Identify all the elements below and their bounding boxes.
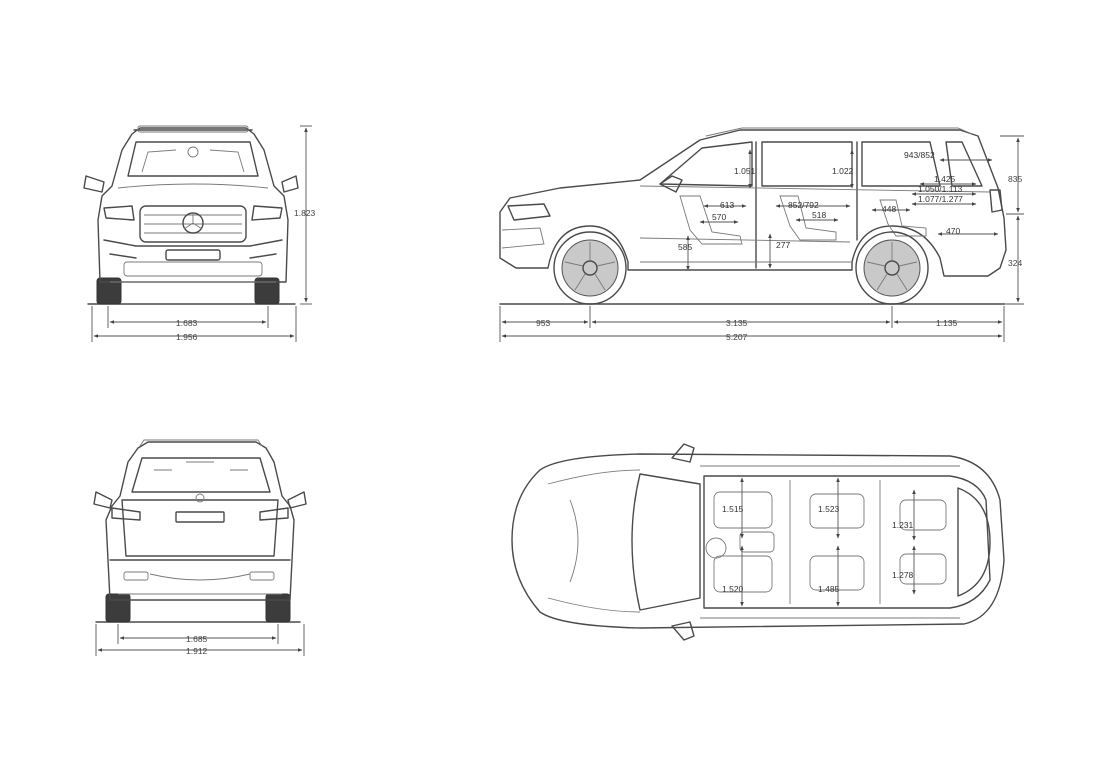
side-legroom-second-label: 852/792 bbox=[788, 200, 819, 210]
side-headroom-second-label: 1.022 bbox=[832, 166, 854, 176]
side-front-overhang-label: 953 bbox=[536, 318, 550, 328]
front-view: 1.823 1.683 1.956 bbox=[83, 125, 316, 342]
side-legroom-front-label: 613 bbox=[720, 200, 734, 210]
side-view: 835 324 953 3.135 1.135 5.207 1.051 1.02… bbox=[499, 127, 1024, 342]
rear-width-label: 1.912 bbox=[186, 646, 208, 656]
side-shoulder-1-label: 1.425 bbox=[934, 174, 956, 184]
side-sill-height-label: 585 bbox=[678, 242, 692, 252]
side-seat-front-label: 570 bbox=[712, 212, 726, 222]
side-floor-height-label: 277 bbox=[776, 240, 790, 250]
side-seat-second-label: 518 bbox=[812, 210, 826, 220]
top-view: 1.515 1.520 1.523 1.485 1.231 1.278 bbox=[511, 443, 1005, 641]
rear-view: 1.685 1.912 bbox=[93, 439, 307, 656]
side-shoulder-2-label: 1.050/1.113 bbox=[918, 184, 963, 194]
top-elbow-front-upper-label: 1.515 bbox=[722, 504, 744, 514]
side-overall-length-label: 5.207 bbox=[726, 332, 748, 342]
top-elbow-second-lower-label: 1.485 bbox=[818, 584, 840, 594]
side-roof-height-label: 835 bbox=[1008, 174, 1022, 184]
top-elbow-third-lower-label: 1.278 bbox=[892, 570, 914, 580]
side-wheelbase-label: 3.135 bbox=[726, 318, 748, 328]
side-headroom-front-label: 1.051 bbox=[734, 166, 756, 176]
top-elbow-front-lower-label: 1.520 bbox=[722, 584, 744, 594]
front-track-label: 1.683 bbox=[176, 318, 198, 328]
side-headroom-third-label: 943/852 bbox=[904, 150, 935, 160]
rear-track-label: 1.685 bbox=[186, 634, 208, 644]
front-width-label: 1.956 bbox=[176, 332, 198, 342]
front-height-label: 1.823 bbox=[294, 208, 316, 218]
side-shoulder-3-label: 1.077/1.277 bbox=[918, 194, 963, 204]
side-legroom-third-label: 448 bbox=[882, 204, 896, 214]
side-cargo-depth-label: 470 bbox=[946, 226, 960, 236]
top-elbow-second-upper-label: 1.523 bbox=[818, 504, 840, 514]
side-rear-overhang-label: 1.135 bbox=[936, 318, 958, 328]
top-elbow-third-upper-label: 1.231 bbox=[892, 520, 914, 530]
side-lower-height-label: 324 bbox=[1008, 258, 1022, 268]
